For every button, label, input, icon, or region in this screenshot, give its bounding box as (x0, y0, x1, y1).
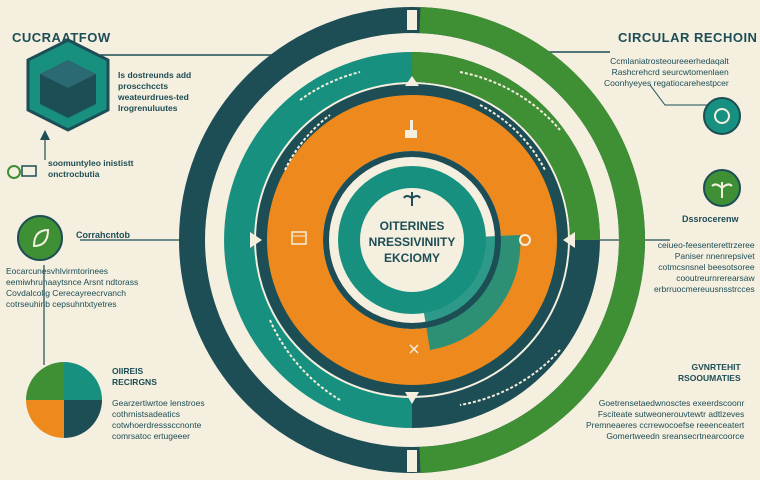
center-line-3: EKCIOMY (383, 251, 440, 265)
leaf-icon (32, 228, 50, 248)
left-title: CUCRAATFOW (12, 30, 111, 45)
right-green-label: Dssrocerenw (682, 214, 739, 224)
teal-circle-right (703, 97, 741, 135)
left-bottom-title: OIIREIS RECIRGNS (112, 366, 157, 387)
green-circle-left (17, 215, 63, 261)
ring-gap-top (407, 10, 417, 30)
left-block-4: Gearzertiwrtoe lenstroes cothrnistsadeat… (112, 398, 205, 441)
connector-right-dots (649, 84, 720, 106)
sprout-icon (711, 182, 733, 198)
gear-icon (519, 234, 531, 246)
ring-arrow-top (405, 76, 419, 86)
factory-icon (405, 120, 417, 138)
building-icon (291, 231, 307, 245)
left-green-label: Corrahcntob (76, 230, 130, 240)
right-block-3: Goetrensetaedwnosctes exeerdscoonr Fscit… (586, 398, 745, 441)
pie-icon-left (26, 362, 102, 438)
monitor-icon (7, 165, 37, 179)
ring-arrow-left (250, 232, 262, 248)
ring2-green (411, 52, 600, 241)
center-disc (360, 188, 464, 292)
ring-arrow-right (563, 232, 575, 248)
left-block-2: soomuntyleo inististt onctrocbutia (48, 158, 134, 179)
outer-ring-green-top (419, 7, 645, 241)
center-line-1: OITERINES (379, 219, 445, 233)
ring-gap-bottom (407, 450, 417, 472)
right-block-1: Ccmlaniatrosteoureeerhedaqalt Rashcrehcr… (604, 56, 729, 88)
ring-arrow-bottom (405, 392, 419, 404)
left-block-3: Eocarcunesvhlvirmtorinees eemiwhruhaayts… (6, 266, 139, 309)
box-icon (26, 38, 110, 132)
ring-text-lines (269, 71, 561, 406)
recycle-icon (714, 108, 730, 124)
tools-icon (409, 344, 419, 354)
right-block-2: ceiueo-feesenterettrzeree Paniser nnenre… (654, 240, 755, 294)
outer-ring-green-bottom (419, 239, 645, 473)
plant-icon (403, 192, 421, 206)
left-block-1: Is dostreunds add proscchccts weateurdru… (118, 70, 192, 113)
right-title: CIRCULAR RECHOIN (618, 30, 758, 45)
arrow-up-icon (40, 130, 50, 140)
right-bottom-title: GVNRTEHIT RSOOUMATIES (678, 362, 741, 383)
ring2-teal (224, 52, 413, 428)
ring-inner-navy (323, 151, 501, 329)
center-label: OITERINES NRESSIVINIITY EKCIOMY (352, 218, 472, 266)
center-line-2: NRESSIVINIITY (368, 235, 456, 249)
